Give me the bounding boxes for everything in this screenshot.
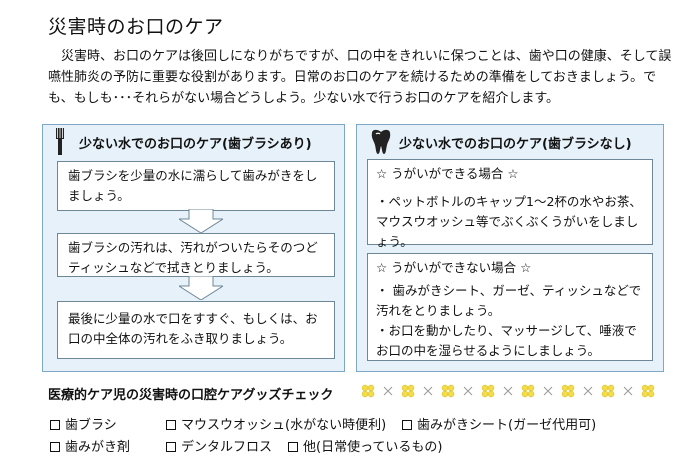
intro-paragraph: 災害時、お口のケアは後回しになりがちですが、口の中をきれいに保つことは、歯や口の… (48, 49, 672, 106)
gargle-impossible-text-2: ・お口を動かしたり、マッサージして、唾液でお口の中を湿らせるようにしましょう。 (376, 323, 637, 358)
checkbox[interactable] (166, 442, 176, 452)
step-2-box: 歯ブラシの汚れは、汚れがついたらそのつどティッシュなどで拭きとりましょう。 (57, 233, 335, 277)
gargle-possible-box: ☆ うがいができる場合 ☆ ・ペットボトルのキャップ1～2杯の水やお茶、マウスウ… (367, 159, 653, 249)
gargle-impossible-heading: ☆ うがいができない場合 ☆ (376, 260, 532, 275)
down-arrow-icon (179, 209, 223, 233)
step-3-box: 最後に少量の水で口をすすぐ、もしくは、お口の中全体の汚れをふき取りましょう。 (57, 301, 335, 359)
checklist-item-tooth-sheet[interactable]: 歯みがきシート(ガーゼ代用可) (402, 414, 596, 433)
gargle-possible-text: ・ペットボトルのキャップ1～2杯の水やお茶、マウスウオッシュ等でぶくぶくうがいを… (376, 194, 642, 249)
checkbox[interactable] (166, 420, 176, 430)
panel-heading-with-brush: 少ない水でのお口のケア(歯ブラシあり) (79, 137, 312, 152)
gargle-impossible-box: ☆ うがいができない場合 ☆ ・ 歯みがきシート、ガーゼ、ティッシュなどで汚れを… (367, 253, 653, 361)
page-title: 災害時のお口のケア (48, 16, 224, 38)
checkbox[interactable] (402, 420, 412, 430)
decorative-flowers-icon (362, 384, 655, 398)
checklist-item-toothpaste[interactable]: 歯みがき剤 (50, 436, 130, 455)
checklist-item-toothbrush[interactable]: 歯ブラシ (50, 414, 117, 433)
checklist-title: 医療的ケア児の災害時の口腔ケアグッズチェック (48, 388, 334, 403)
checklist-item-floss[interactable]: デンタルフロス (166, 436, 272, 455)
checklist-item-other[interactable]: 他(日常使っているもの) (288, 436, 443, 455)
checkbox[interactable] (288, 442, 298, 452)
toothbrush-icon (56, 128, 64, 155)
checklist-item-mouthwash[interactable]: マウスウオッシュ(水がない時便利) (166, 414, 386, 433)
gargle-possible-heading: ☆ うがいができる場合 ☆ (376, 166, 519, 181)
step-1-box: 歯ブラシを少量の水に濡らして歯みがきをしましょう。 (57, 161, 335, 211)
with-toothbrush-panel: 少ない水でのお口のケア(歯ブラシあり) 歯ブラシを少量の水に濡らして歯みがきをし… (42, 124, 345, 372)
panel-heading-without-brush: 少ない水でのお口のケア(歯ブラシなし) (399, 137, 632, 152)
down-arrow-icon (179, 276, 223, 300)
gargle-impossible-text-1: ・ 歯みがきシート、ガーゼ、ティッシュなどで汚れをとりましょう。 (376, 283, 642, 318)
tooth-icon (371, 129, 391, 154)
checkbox[interactable] (50, 420, 60, 430)
without-toothbrush-panel: 少ない水でのお口のケア(歯ブラシなし) ☆ うがいができる場合 ☆ ・ペットボト… (356, 124, 664, 372)
checkbox[interactable] (50, 442, 60, 452)
